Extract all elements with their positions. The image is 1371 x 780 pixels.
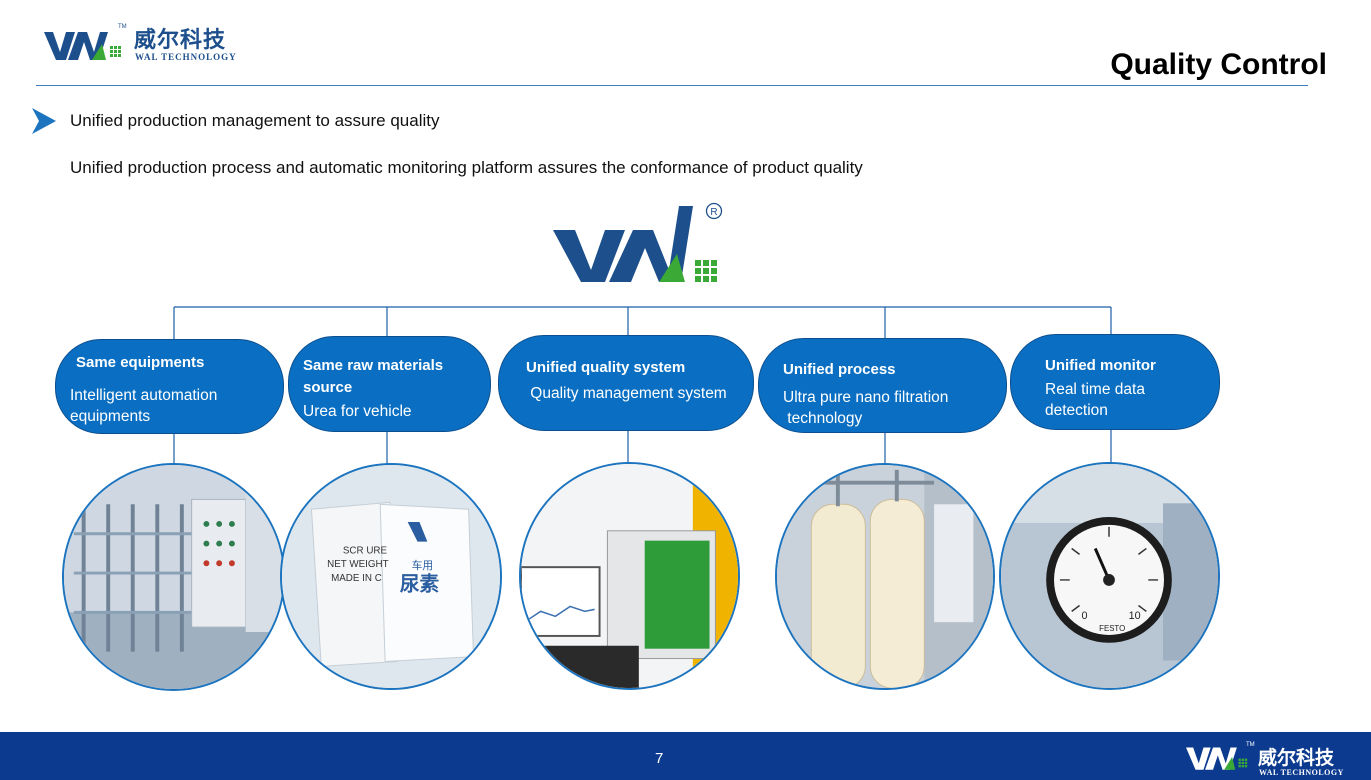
gauge-text: FESTO (1099, 624, 1125, 633)
pill-desc: Quality management system (526, 385, 727, 402)
chevron-right-icon (32, 108, 56, 134)
bag-text: SCR URE (343, 545, 388, 556)
pill-unified-process: Unified process Ultra pure nano filtrati… (758, 338, 1007, 433)
page-number: 7 (655, 750, 664, 767)
header-divider (36, 85, 1308, 86)
brand-name-en: WAL TECHNOLOGY (135, 52, 237, 62)
bag-text: 尿素 (400, 573, 440, 596)
wal-logo-icon (44, 32, 121, 60)
brand-name-cn: 威尔科技 (1258, 747, 1335, 769)
gauge-text: 10 (1129, 610, 1141, 622)
filtration-tanks-photo (775, 463, 995, 690)
pill-title: Unified quality system (526, 359, 686, 376)
pill-unified-quality-system: Unified quality system Quality managemen… (498, 335, 754, 431)
brand-logo: TM 威尔科技 WAL TECHNOLOGY (44, 22, 244, 66)
pill-desc: Urea for vehicle (303, 403, 412, 420)
page-title: Quality Control (1110, 48, 1327, 81)
registered-mark: R (710, 207, 717, 218)
pill-same-raw-materials: Same raw materials source Urea for vehic… (288, 336, 491, 432)
pill-desc: Real time data (1045, 381, 1145, 398)
urea-bags-photo: SCR URE NET WEIGHT MADE IN C 车用 尿素 (280, 463, 502, 690)
trademark-mark: TM (118, 24, 127, 30)
center-logo: R (553, 200, 728, 284)
pill-same-equipments: Same equipments Intelligent automation e… (55, 339, 284, 434)
pill-title: Same equipments (76, 354, 205, 371)
trademark-mark: TM (1246, 742, 1255, 748)
bag-text: MADE IN C (331, 573, 382, 584)
section-heading: Unified production management to assure … (70, 111, 440, 130)
brand-name-cn: 威尔科技 (134, 27, 227, 53)
bag-text: 车用 (412, 558, 434, 572)
pressure-gauge-photo: 0 10 FESTO (999, 462, 1220, 690)
pill-desc: technology (783, 410, 863, 427)
pill-title: source (303, 379, 353, 396)
wal-logo-large-icon: R (553, 202, 723, 282)
pill-unified-monitor: Unified monitor Real time data detection (1010, 334, 1220, 430)
brand-name-en: WAL TECHNOLOGY (1259, 768, 1344, 777)
pill-title: Unified process (783, 361, 896, 378)
pill-title: Same raw materials (303, 357, 444, 374)
section-description: Unified production process and automatic… (70, 158, 863, 177)
bag-text: NET WEIGHT (327, 559, 388, 570)
pill-desc: Ultra pure nano filtration (783, 389, 949, 406)
footer-bar: 7 TM 威尔科技 WAL TECHNOLOGY (0, 732, 1371, 780)
gauge-text: 0 (1082, 610, 1088, 622)
pill-desc: Intelligent automation (70, 387, 218, 404)
pill-desc: equipments (70, 408, 151, 425)
wal-logo-footer-icon (1186, 747, 1248, 770)
pill-desc: detection (1045, 402, 1108, 419)
water-treatment-equipment-photo (62, 463, 285, 691)
footer-brand-logo: TM 威尔科技 WAL TECHNOLOGY (1186, 742, 1361, 777)
pill-title: Unified monitor (1045, 357, 1156, 374)
quality-analyzer-photo (519, 462, 740, 690)
